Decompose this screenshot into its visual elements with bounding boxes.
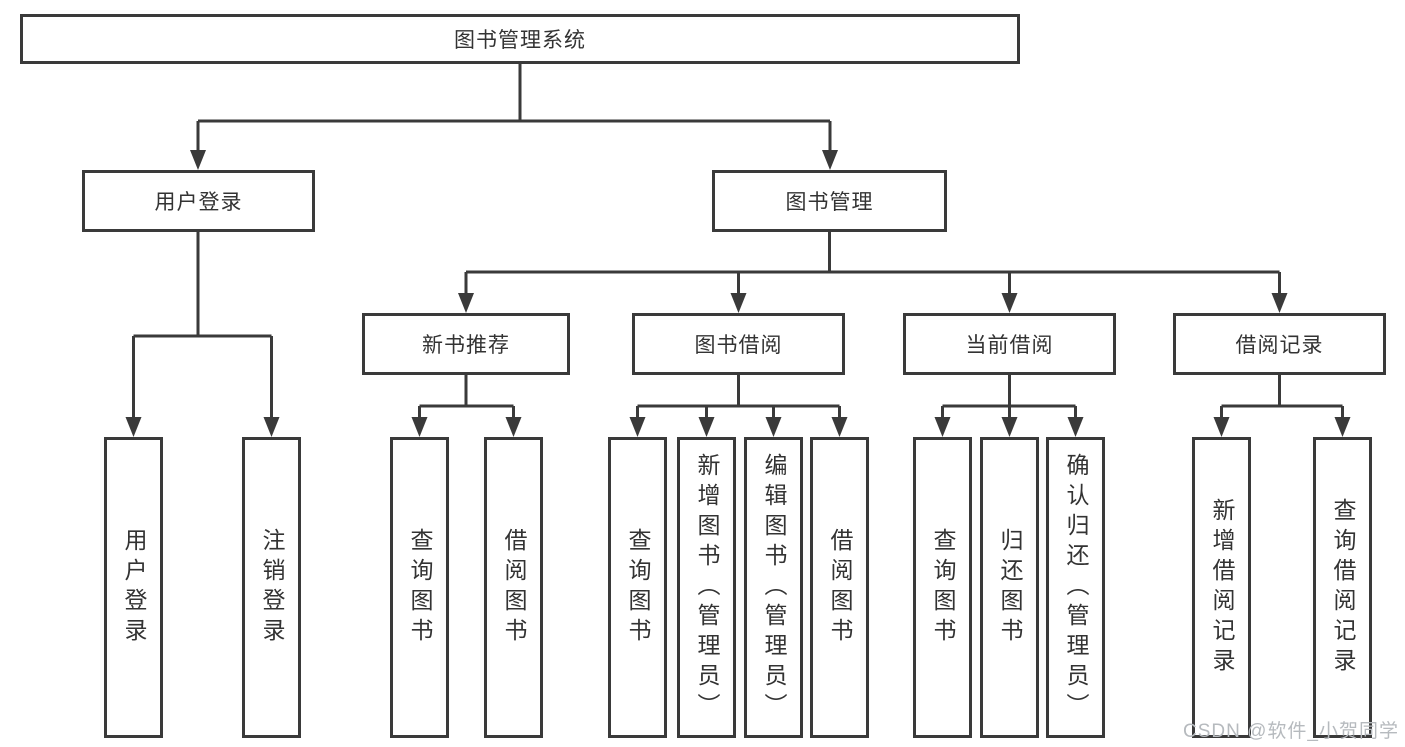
node-label: 当前借阅 bbox=[965, 334, 1054, 357]
node-label: 图书借阅 bbox=[694, 334, 783, 357]
node-label: 新书推荐 bbox=[422, 334, 510, 357]
leaf-user-login: 用户登录 bbox=[104, 437, 163, 738]
leaf-add-book-admin: 新增图书（管理员） bbox=[677, 437, 736, 738]
leaf-label: 新增借阅记录 bbox=[1209, 497, 1235, 678]
node-user-login: 用户登录 bbox=[82, 170, 315, 232]
node-book-borrow: 图书借阅 bbox=[632, 313, 845, 375]
leaf-query-books-current: 查询图书 bbox=[913, 437, 972, 738]
node-current-borrow: 当前借阅 bbox=[903, 313, 1116, 375]
leaf-label: 编辑图书（管理员） bbox=[761, 452, 787, 723]
leaf-return-books: 归还图书 bbox=[980, 437, 1039, 738]
leaf-label: 借阅图书 bbox=[501, 527, 527, 648]
node-label: 图书管理 bbox=[785, 191, 874, 214]
leaf-label: 注销登录 bbox=[259, 527, 285, 648]
node-book-management: 图书管理 bbox=[712, 170, 947, 232]
node-label: 借阅记录 bbox=[1235, 334, 1324, 357]
leaf-label: 查询借阅记录 bbox=[1330, 497, 1356, 678]
leaf-label: 用户登录 bbox=[121, 527, 147, 648]
leaf-label: 查询图书 bbox=[625, 527, 651, 648]
leaf-borrow-books-borrow: 借阅图书 bbox=[810, 437, 869, 738]
leaf-query-books-recommend: 查询图书 bbox=[390, 437, 449, 738]
node-label: 图书管理系统 bbox=[454, 29, 586, 52]
leaf-label: 查询图书 bbox=[407, 527, 433, 648]
leaf-label: 新增图书（管理员） bbox=[694, 452, 720, 723]
leaf-label: 查询图书 bbox=[930, 527, 956, 648]
leaf-label: 归还图书 bbox=[997, 527, 1023, 648]
node-new-book-recommend: 新书推荐 bbox=[362, 313, 570, 375]
node-borrow-records: 借阅记录 bbox=[1173, 313, 1386, 375]
leaf-label: 确认归还（管理员） bbox=[1063, 452, 1089, 723]
node-root-library-management-system: 图书管理系统 bbox=[20, 14, 1020, 64]
leaf-add-borrow-record: 新增借阅记录 bbox=[1192, 437, 1251, 738]
arrowheads bbox=[125, 150, 1351, 437]
leaf-edit-book-admin: 编辑图书（管理员） bbox=[744, 437, 803, 738]
csdn-watermark: CSDN @软件_小贺同学 bbox=[1183, 721, 1399, 742]
leaf-borrow-books-recommend: 借阅图书 bbox=[484, 437, 543, 738]
leaf-label: 借阅图书 bbox=[827, 527, 853, 648]
node-label: 用户登录 bbox=[154, 191, 243, 214]
leaf-logout: 注销登录 bbox=[242, 437, 301, 738]
leaf-confirm-return-admin: 确认归还（管理员） bbox=[1046, 437, 1105, 738]
leaf-query-borrow-record: 查询借阅记录 bbox=[1313, 437, 1372, 738]
leaf-query-books-borrow: 查询图书 bbox=[608, 437, 667, 738]
